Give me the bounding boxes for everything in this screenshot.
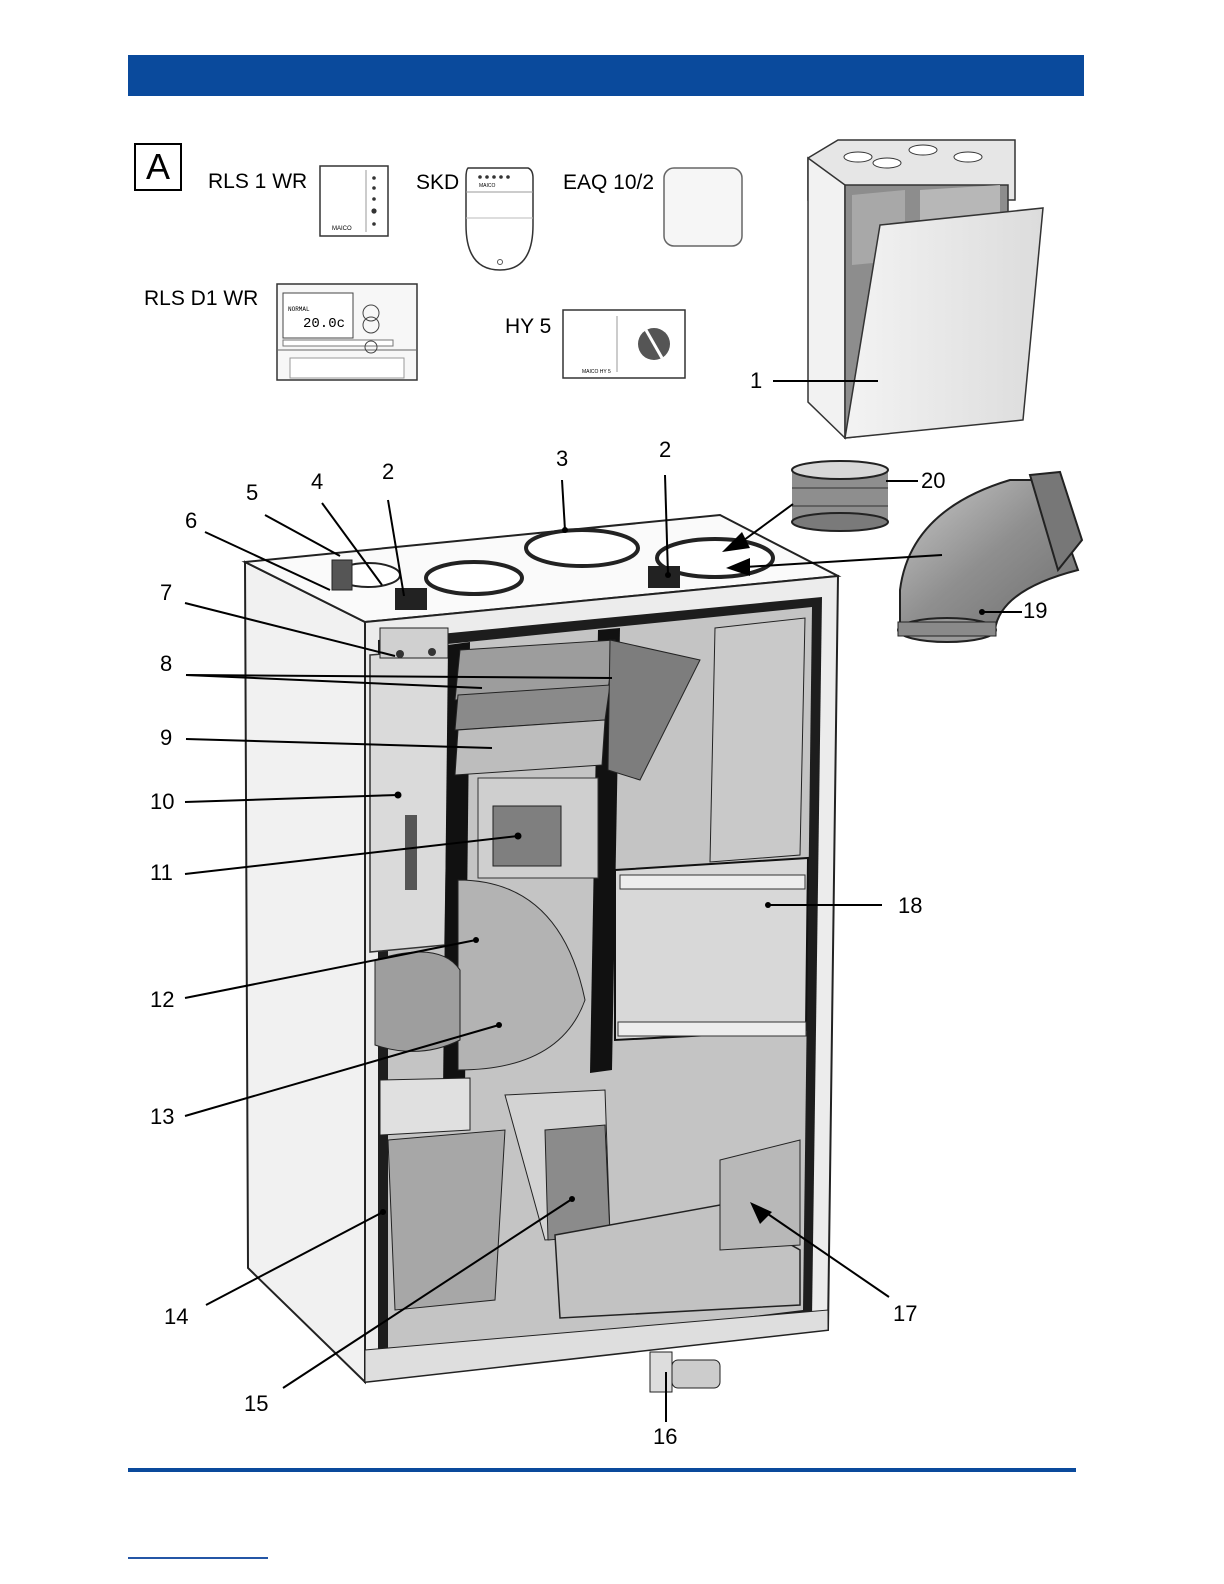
callout-18: 18 [898,895,922,917]
unit-overview [808,140,1043,438]
eaq-sensor [664,168,742,246]
callout-6: 6 [185,510,197,532]
callout-9: 9 [160,727,172,749]
callout-4: 4 [311,471,323,493]
display-temp: 20.0c [303,316,345,332]
callout-2-right: 2 [659,439,671,461]
callout-16: 16 [653,1426,677,1448]
callout-3: 3 [556,448,568,470]
hy5-device: MAICO HY 5 [563,310,685,378]
callout-15: 15 [244,1393,268,1415]
callout-20: 20 [921,470,945,492]
callout-14: 14 [164,1306,188,1328]
rlsd1wr-device: NORMAL 20.0c [277,284,417,380]
footer-rule [128,1468,1076,1472]
rls1wr-brand: MAICO [332,226,352,232]
footer-short-rule [128,1557,268,1559]
callout-1: 1 [750,370,762,392]
callout-7: 7 [160,582,172,604]
duct-adapter [792,461,888,531]
callout-10: 10 [150,791,174,813]
display-mode: NORMAL [288,306,310,313]
main-housing [245,515,838,1392]
callout-8: 8 [160,653,172,675]
callout-2-left: 2 [382,461,394,483]
callout-19: 19 [1023,600,1047,622]
callout-17: 17 [893,1303,917,1325]
rls1wr-device: MAICO [320,166,388,236]
callout-11: 11 [150,862,173,884]
hy5-brand: MAICO HY 5 [582,369,611,375]
callout-13: 13 [150,1106,174,1128]
skd-brand: MAICO [479,183,496,189]
skd-device: MAICO [466,168,533,270]
callout-5: 5 [246,482,258,504]
callout-12: 12 [150,989,174,1011]
